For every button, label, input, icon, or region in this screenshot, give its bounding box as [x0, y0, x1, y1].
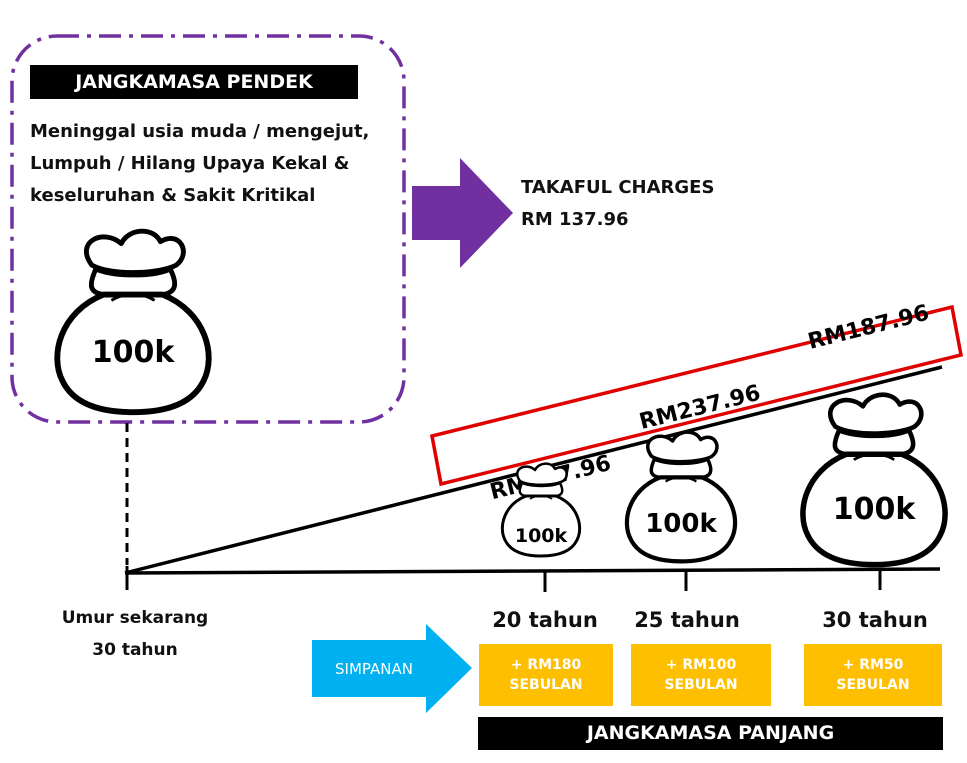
takaful-amount: RM 137.96: [521, 209, 629, 230]
purple-arrow: [412, 158, 513, 268]
savings-amount-25: + RM100: [665, 657, 737, 673]
savings-box-30: + RM50 SEBULAN: [804, 644, 942, 706]
current-age: Umur sekarang 30 tahun: [50, 602, 220, 666]
short-term-header: JANGKAMASA PENDEK: [30, 65, 358, 99]
savings-box-20: + RM180 SEBULAN: [479, 644, 613, 706]
money-bag-short-term: [57, 231, 208, 412]
milestone-year-25: 25 tahun: [634, 608, 740, 632]
short-term-line-2: Lumpuh / Hilang Upaya Kekal &: [30, 153, 350, 174]
savings-amount-20: + RM180: [510, 657, 582, 673]
short-term-line-3: keseluruhan & Sakit Kritikal: [30, 185, 316, 206]
timeline-line: [124, 567, 941, 575]
takaful-charges: TAKAFUL CHARGES RM 137.96: [521, 172, 714, 236]
current-age-line-2: 30 tahun: [92, 640, 178, 660]
savings-period-20: SEBULAN: [509, 677, 583, 693]
contribution-frame: [429, 304, 964, 487]
bag-label-20: 100k: [515, 525, 568, 547]
takaful-title: TAKAFUL CHARGES: [521, 177, 715, 198]
savings-arrow: [312, 624, 472, 713]
bag-label-short-term: 100k: [92, 335, 176, 370]
short-term-line-1: Meninggal usia muda / mengejut,: [30, 121, 370, 142]
savings-box-25: + RM100 SEBULAN: [631, 644, 771, 706]
savings-arrow-label: SIMPANAN: [335, 660, 413, 678]
long-term-header: JANGKAMASA PANJANG: [478, 717, 943, 750]
short-term-box: [10, 34, 406, 424]
savings-period-30: SEBULAN: [836, 677, 910, 693]
milestone-year-30: 30 tahun: [822, 608, 928, 632]
savings-period-25: SEBULAN: [664, 677, 738, 693]
milestone-year-20: 20 tahun: [492, 608, 598, 632]
savings-amount-30: + RM50: [842, 657, 904, 673]
current-age-line-1: Umur sekarang: [61, 608, 209, 628]
short-term-description: Meninggal usia muda / mengejut, Lumpuh /…: [30, 116, 390, 212]
money-bag-25: [627, 432, 735, 561]
bag-label-25: 100k: [645, 509, 717, 539]
money-bag-30: [803, 395, 945, 565]
bag-label-30: 100k: [833, 492, 917, 527]
